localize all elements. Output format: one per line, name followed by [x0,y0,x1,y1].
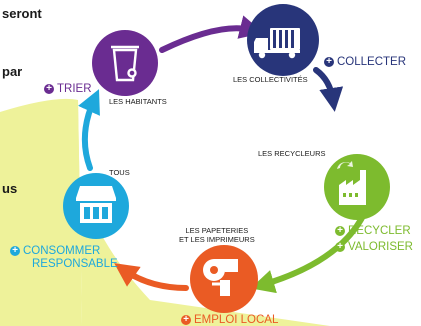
background-panel-right [75,100,330,326]
action-valoriser: + VALORISER [335,241,413,253]
intro-fragment-2: par [2,64,23,79]
action-recycler-label: RECYCLER [348,225,411,237]
plus-icon: + [181,315,191,325]
action-trier: + TRIER [44,83,92,95]
arrow-recycler-to-emploi [250,211,367,294]
garbage-truck-icon [254,28,300,59]
consommer-node [63,173,129,239]
action-emploi-local-label: EMPLOI LOCAL [194,314,279,326]
action-collecter: + COLLECTER [324,56,406,68]
background-panel [0,98,82,326]
recycler-node [324,154,390,220]
plus-icon: + [335,226,345,236]
emploi-node [190,245,258,313]
plus-icon: + [44,84,54,94]
arrow-emploi-to-consommer [114,263,189,291]
actor-label-habitants: LES HABITANTS [109,97,167,106]
trash-bin-icon [111,45,139,82]
actor-label-tous: TOUS [109,168,130,177]
action-recycler: + RECYCLER [335,225,411,237]
action-emploi-local: + EMPLOI LOCAL [181,314,278,326]
trier-node [92,30,158,96]
plus-icon: + [335,242,345,252]
action-consommer-label: CONSOMMER [23,245,101,257]
actor-label-collectivites: LES COLLECTIVITÉS [233,75,308,84]
paper-roll-icon [203,259,238,296]
action-consommer: + CONSOMMER [10,245,100,257]
actor-label-papeteries-line2: ET LES IMPRIMEURS [179,235,255,244]
recycling-factory-icon [337,161,366,205]
actor-label-papeteries: LES PAPETERIES ET LES IMPRIMEURS [179,226,255,244]
action-responsable: RESPONSABLE [32,258,118,270]
arrow-trier-to-collecter [159,15,264,53]
intro-fragment-3: us [2,181,18,196]
action-responsable-label: RESPONSABLE [32,258,118,270]
plus-icon: + [324,57,334,67]
arrow-consommer-to-trier [78,89,100,171]
actor-label-recycleurs: LES RECYCLEURS [258,149,326,158]
arrow-collecter-to-recycler [313,67,344,112]
action-valoriser-label: VALORISER [348,241,413,253]
intro-fragment-1: seront [2,6,42,21]
action-trier-label: TRIER [57,83,92,95]
plus-icon: + [10,246,20,256]
shop-icon [76,186,116,223]
actor-label-papeteries-line1: LES PAPETERIES [185,226,249,235]
action-collecter-label: COLLECTER [337,56,407,68]
collecter-node [247,4,319,76]
